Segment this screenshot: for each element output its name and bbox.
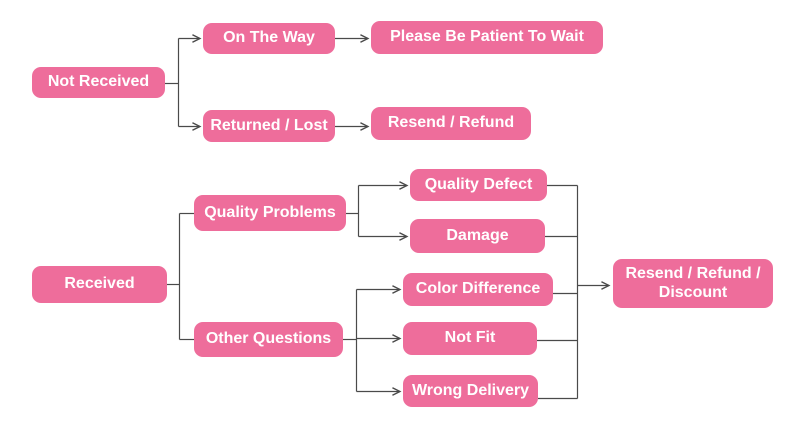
node-quality-problems: Quality Problems [194, 195, 346, 231]
node-please-be-patient-to-wait: Please Be Patient To Wait [371, 21, 603, 54]
node-resend-refund-discount: Resend / Refund / Discount [613, 259, 773, 308]
node-returned-lost: Returned / Lost [203, 110, 335, 142]
node-on-the-way: On The Way [203, 23, 335, 54]
node-other-questions: Other Questions [194, 322, 343, 357]
node-quality-defect: Quality Defect [410, 169, 547, 201]
node-resend-refund: Resend / Refund [371, 107, 531, 140]
node-not-received: Not Received [32, 67, 165, 98]
node-not-fit: Not Fit [403, 322, 537, 355]
node-wrong-delivery: Wrong Delivery [403, 375, 538, 407]
node-damage: Damage [410, 219, 545, 253]
node-color-difference: Color Difference [403, 273, 553, 306]
node-received: Received [32, 266, 167, 303]
